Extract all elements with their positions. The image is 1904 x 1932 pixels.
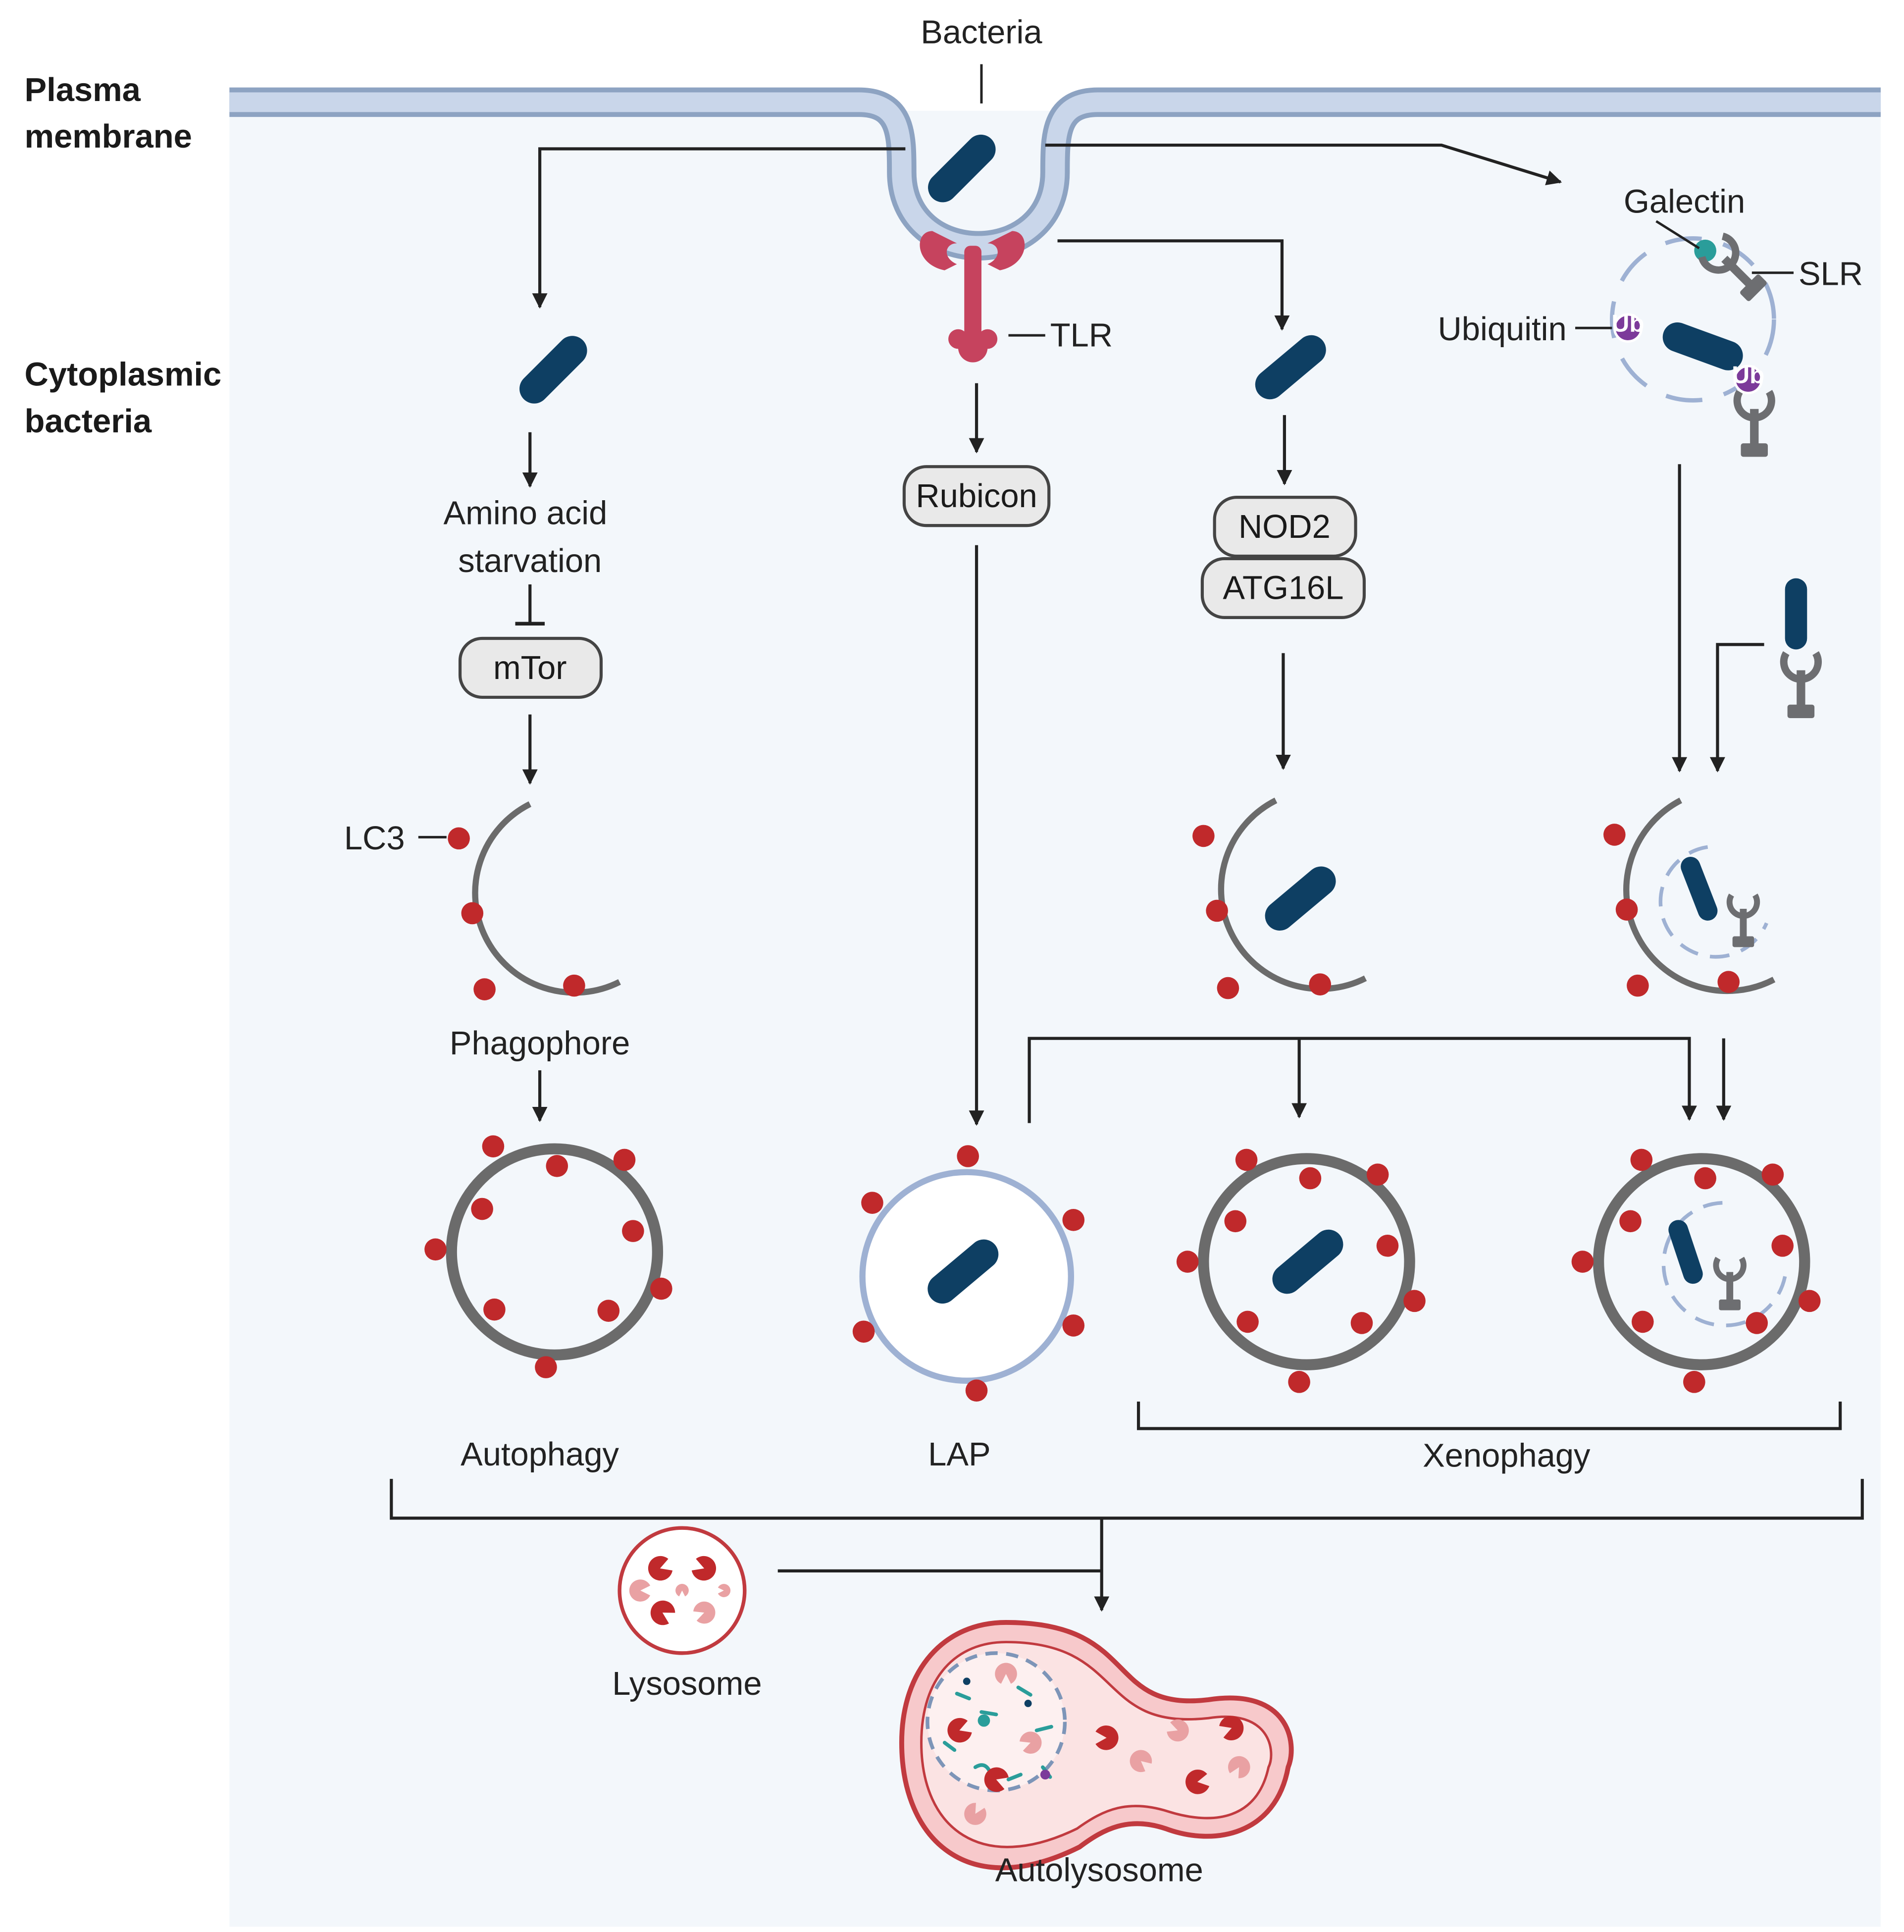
xenophagosome-icon [1571, 1149, 1821, 1393]
autolysosome-icon [899, 1619, 1294, 1871]
lysosome-label: Lysosome [612, 1665, 762, 1702]
tlr-label: TLR [1050, 316, 1113, 354]
damaged-vacuole-icon: Ub Ub [1610, 234, 1776, 457]
xenophagosome-icon [1176, 1149, 1426, 1393]
autophagosome-icon [424, 1135, 672, 1378]
bacteria-label: Bacteria [921, 13, 1042, 51]
lap-vesicle-icon [852, 1145, 1085, 1402]
phagophore-icon [448, 801, 621, 1000]
ubiquitin-label: Ubiquitin [1438, 311, 1566, 348]
phagophore-with-vacuole-icon [1603, 797, 1776, 997]
galectin-label: Galectin [1624, 183, 1745, 220]
mtor-pill [458, 636, 603, 699]
autophagy-label: Autophagy [461, 1436, 619, 1473]
lap-label: LAP [928, 1436, 990, 1473]
rubicon-pill [902, 465, 1051, 527]
lc3-label: LC3 [344, 820, 405, 857]
nod2-pill [1213, 496, 1357, 558]
nod2-label: NOD2 [1238, 508, 1331, 545]
plasma-membrane [229, 87, 1881, 261]
rubicon-label: Rubicon [916, 477, 1037, 515]
plasma-membrane-label: Plasma membrane [25, 71, 192, 155]
amino-acid-starvation-label: Amino acid starvation [444, 495, 617, 580]
xenophagy-label: Xenophagy [1423, 1437, 1591, 1474]
atg16l-pill [1200, 557, 1366, 620]
phagophore-label: Phagophore [450, 1025, 630, 1062]
phagophore-with-bacterium-icon [1192, 797, 1367, 999]
cytoplasm-background [229, 110, 1881, 1927]
slr-label: SLR [1799, 256, 1863, 293]
mtor-label: mTor [493, 649, 567, 686]
atg16l-label: ATG16L [1223, 570, 1343, 607]
lysosome-icon [618, 1526, 747, 1655]
tlr-receptor-icon [920, 231, 1025, 363]
autolysosome-label: Autolysosome [995, 1852, 1203, 1889]
ubiquitin-tag: Ub [1732, 362, 1764, 389]
bacterium-with-slr-icon [1784, 578, 1818, 718]
ubiquitin-tag: Ub [1612, 310, 1645, 337]
cytoplasmic-bacteria-label: Cytoplasmic bacteria [25, 356, 231, 440]
